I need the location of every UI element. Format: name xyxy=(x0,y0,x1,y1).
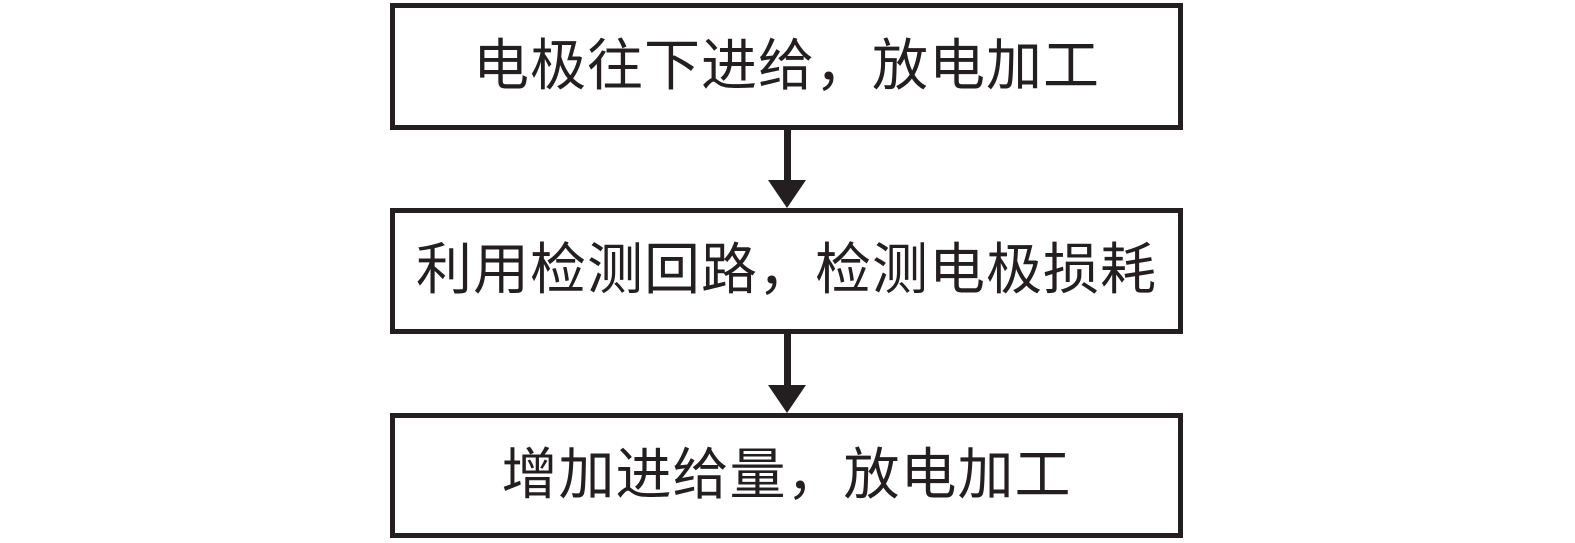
flow-step-3-label: 增加进给量，放电加工 xyxy=(501,442,1072,508)
arrow-stem xyxy=(783,334,791,387)
flow-step-2-box: 利用检测回路，检测电极损耗 xyxy=(390,208,1183,334)
flow-step-1-box: 电极往下进给，放电加工 xyxy=(390,3,1183,130)
flow-step-2-label: 利用检测回路，检测电极损耗 xyxy=(416,238,1157,303)
arrow-head xyxy=(768,180,806,208)
flow-step-1-label: 电极往下进给，放电加工 xyxy=(473,33,1100,99)
arrow-stem xyxy=(783,130,791,182)
flow-step-3-box: 增加进给量，放电加工 xyxy=(390,413,1183,538)
arrow-head xyxy=(768,385,806,413)
